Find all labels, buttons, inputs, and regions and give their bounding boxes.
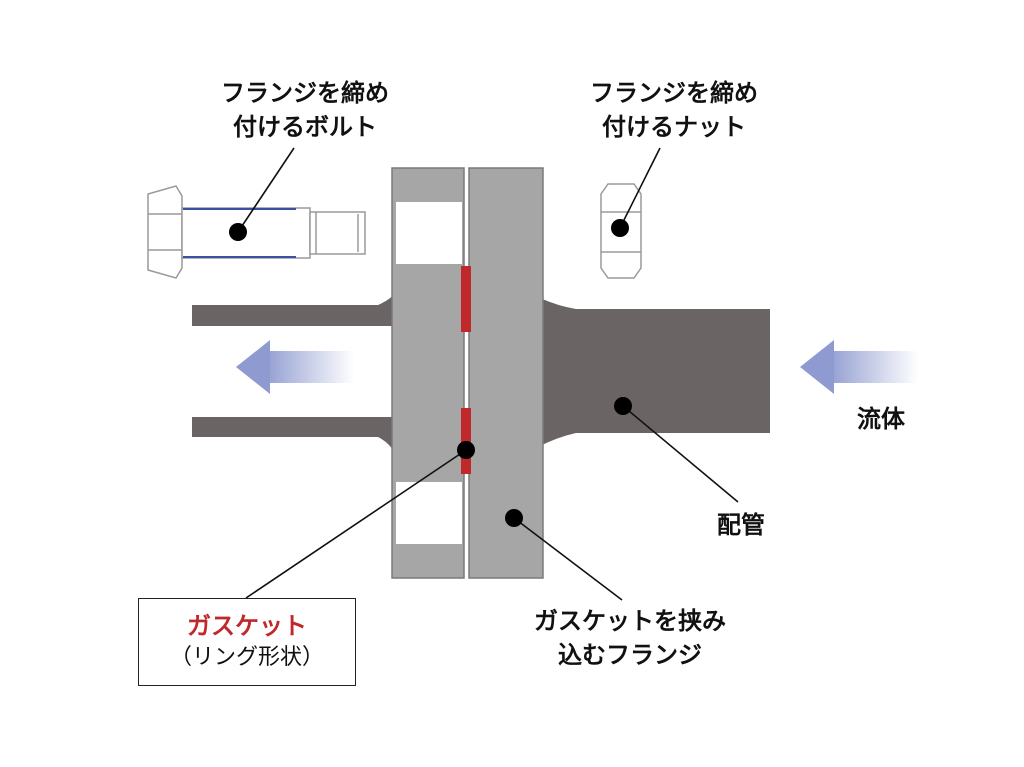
bolt-label-line1: フランジを締め <box>221 79 389 107</box>
gasket-leader-line <box>245 449 467 599</box>
left-flange-bolt-hole-bottom <box>396 482 462 544</box>
flow-arrow-right <box>800 340 918 394</box>
gasket-callout-box: ガスケット （リング形状） <box>138 598 356 686</box>
gasket-marker-dot <box>457 441 475 459</box>
pipe-label: 配管 <box>717 511 765 539</box>
pipe-leader-line <box>622 405 739 503</box>
bolt <box>147 185 366 279</box>
right-pipe <box>540 298 770 446</box>
bolt-marker-dot <box>229 223 247 241</box>
nut-label-line2: 付けるナット <box>602 113 746 141</box>
bolt-label-line2: 付けるボルト <box>233 113 377 141</box>
left-flange <box>391 167 465 579</box>
bolt-leader-line <box>237 147 295 233</box>
bolt-label: フランジを締め 付けるボルト <box>205 76 405 144</box>
flange-label-line1: ガスケットを挟み <box>534 607 726 635</box>
nut-label-line1: フランジを締め <box>590 79 758 107</box>
gasket-subtitle: （リング形状） <box>169 645 324 670</box>
nut-leader-line <box>619 147 661 229</box>
gasket-upper-segment <box>461 266 471 332</box>
flange-marker-dot <box>505 509 523 527</box>
flange-leader-line <box>513 517 623 601</box>
flow-arrow-left <box>236 340 354 394</box>
flange-label-line2: 込むフランジ <box>558 641 702 669</box>
fluid-label: 流体 <box>857 405 905 433</box>
right-flange <box>468 167 544 579</box>
left-flange-bolt-hole-top <box>396 202 462 264</box>
gasket-title: ガスケット <box>187 612 307 640</box>
flange-label: ガスケットを挟み 込むフランジ <box>520 604 740 672</box>
nut-marker-dot <box>611 219 629 237</box>
nut-label: フランジを締め 付けるナット <box>574 76 774 144</box>
pipe-marker-dot <box>614 397 632 415</box>
